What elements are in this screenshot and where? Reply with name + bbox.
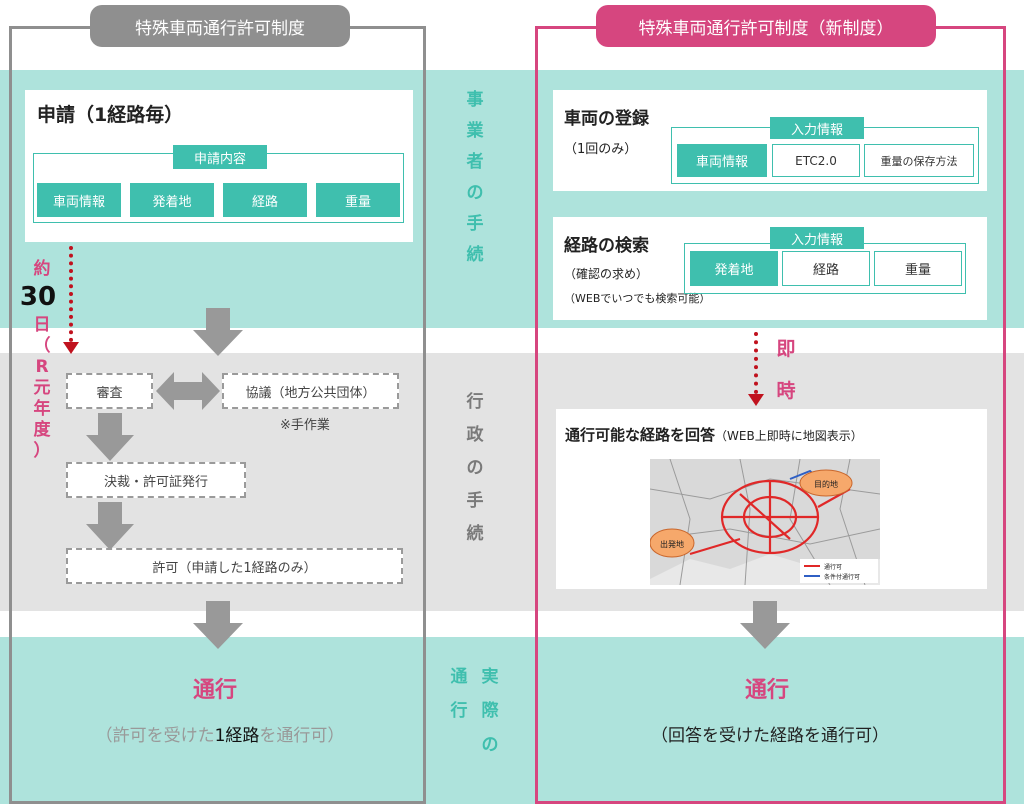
instant-arrow-head (748, 394, 764, 406)
app-item-vehicle: 車両情報 (37, 183, 121, 217)
route-item-route: 経路 (782, 251, 870, 286)
actual-band (0, 637, 1024, 804)
map-legend-passable: 通行可 (824, 563, 842, 571)
map-legend-conditional: 条件付通行可 (824, 573, 860, 581)
business-procedure-label: 事 業 者 の 手 続 (466, 90, 484, 265)
reg-item-etc: ETC2.0 (772, 144, 860, 177)
route-search-panel: 経路の検索 （確認の求め） （WEBでいつでも検索可能） 入力情報 発着地 経路… (553, 217, 987, 320)
application-panel: 申請（1経路毎） 申請内容 車両情報 発着地 経路 重量 (25, 90, 413, 242)
left-pass-desc: （許可を受けた1経路を通行可） (95, 726, 345, 746)
registration-heading: 車両の登録 (564, 109, 649, 129)
route-map: 目的地 出発地 通行可 条件付通行可 (650, 459, 880, 585)
reg-item-vehicle: 車両情報 (677, 144, 767, 177)
registration-input-label: 入力情報 (770, 117, 864, 139)
registration-sub: （1回のみ） (564, 142, 638, 157)
actual-pass-label-col1: 実 際 の (481, 667, 499, 755)
app-item-origin-dest: 発着地 (130, 183, 214, 217)
bidirectional-arrow (156, 372, 220, 410)
left-title-tab: 特殊車両通行許可制度 (90, 5, 350, 47)
route-item-origin-dest: 発着地 (690, 251, 778, 286)
left-pass-title: 通行 (192, 678, 237, 703)
application-heading: 申請（1経路毎） (37, 104, 184, 126)
map-origin-label: 出発地 (660, 539, 684, 549)
route-search-sub1: （確認の求め） (564, 267, 649, 281)
instant-arrow-line (754, 332, 758, 394)
answer-heading: 通行可能な経路を回答（WEB上即時に地図表示） (565, 426, 863, 444)
actual-pass-label-col2: 通 行 (450, 667, 468, 721)
application-content-label: 申請内容 (173, 145, 267, 169)
gray-arrow-down-2 (86, 413, 134, 461)
gray-arrow-down-3 (86, 502, 134, 550)
review-box: 審査 (66, 373, 153, 409)
admin-procedure-label: 行 政 の 手 続 (466, 392, 484, 544)
gray-arrow-down-right (740, 601, 790, 649)
gray-arrow-down-4 (193, 601, 243, 649)
permit-box: 許可（申請した1経路のみ） (66, 548, 403, 584)
answer-panel: 通行可能な経路を回答（WEB上即時に地図表示） 目的地 出発地 通行可 (556, 409, 987, 589)
decision-box: 決裁・許可証発行 (66, 462, 246, 498)
right-pass-title: 通行 (744, 678, 789, 703)
route-item-weight: 重量 (874, 251, 962, 286)
duration-label: 約 30 日 （ R 元 年 度 ） (14, 254, 70, 462)
manual-note: ※手作業 (280, 418, 330, 433)
duration-char-approx: 約 (33, 259, 51, 279)
instant-label: 即 時 (776, 338, 796, 402)
app-item-weight: 重量 (316, 183, 400, 217)
right-title-tab: 特殊車両通行許可制度（新制度） (596, 5, 936, 47)
gray-arrow-down-1 (193, 308, 243, 356)
duration-arrow-head (63, 342, 79, 354)
consultation-box: 協議（地方公共団体） (222, 373, 399, 409)
right-pass-desc: （回答を受けた経路を通行可） (651, 726, 889, 746)
route-input-label: 入力情報 (770, 227, 864, 249)
duration-unit: 日 （ R 元 年 度 ） (33, 315, 51, 461)
map-destination-label: 目的地 (814, 479, 838, 489)
registration-panel: 車両の登録 （1回のみ） 入力情報 車両情報 ETC2.0 重量の保存方法 (553, 90, 987, 191)
route-search-heading: 経路の検索 (564, 236, 649, 256)
duration-number: 30 (19, 282, 57, 312)
duration-arrow-line (69, 246, 73, 342)
route-search-sub2: （WEBでいつでも検索可能） (564, 292, 711, 305)
reg-item-weight-storage: 重量の保存方法 (864, 144, 974, 177)
app-item-route: 経路 (223, 183, 307, 217)
